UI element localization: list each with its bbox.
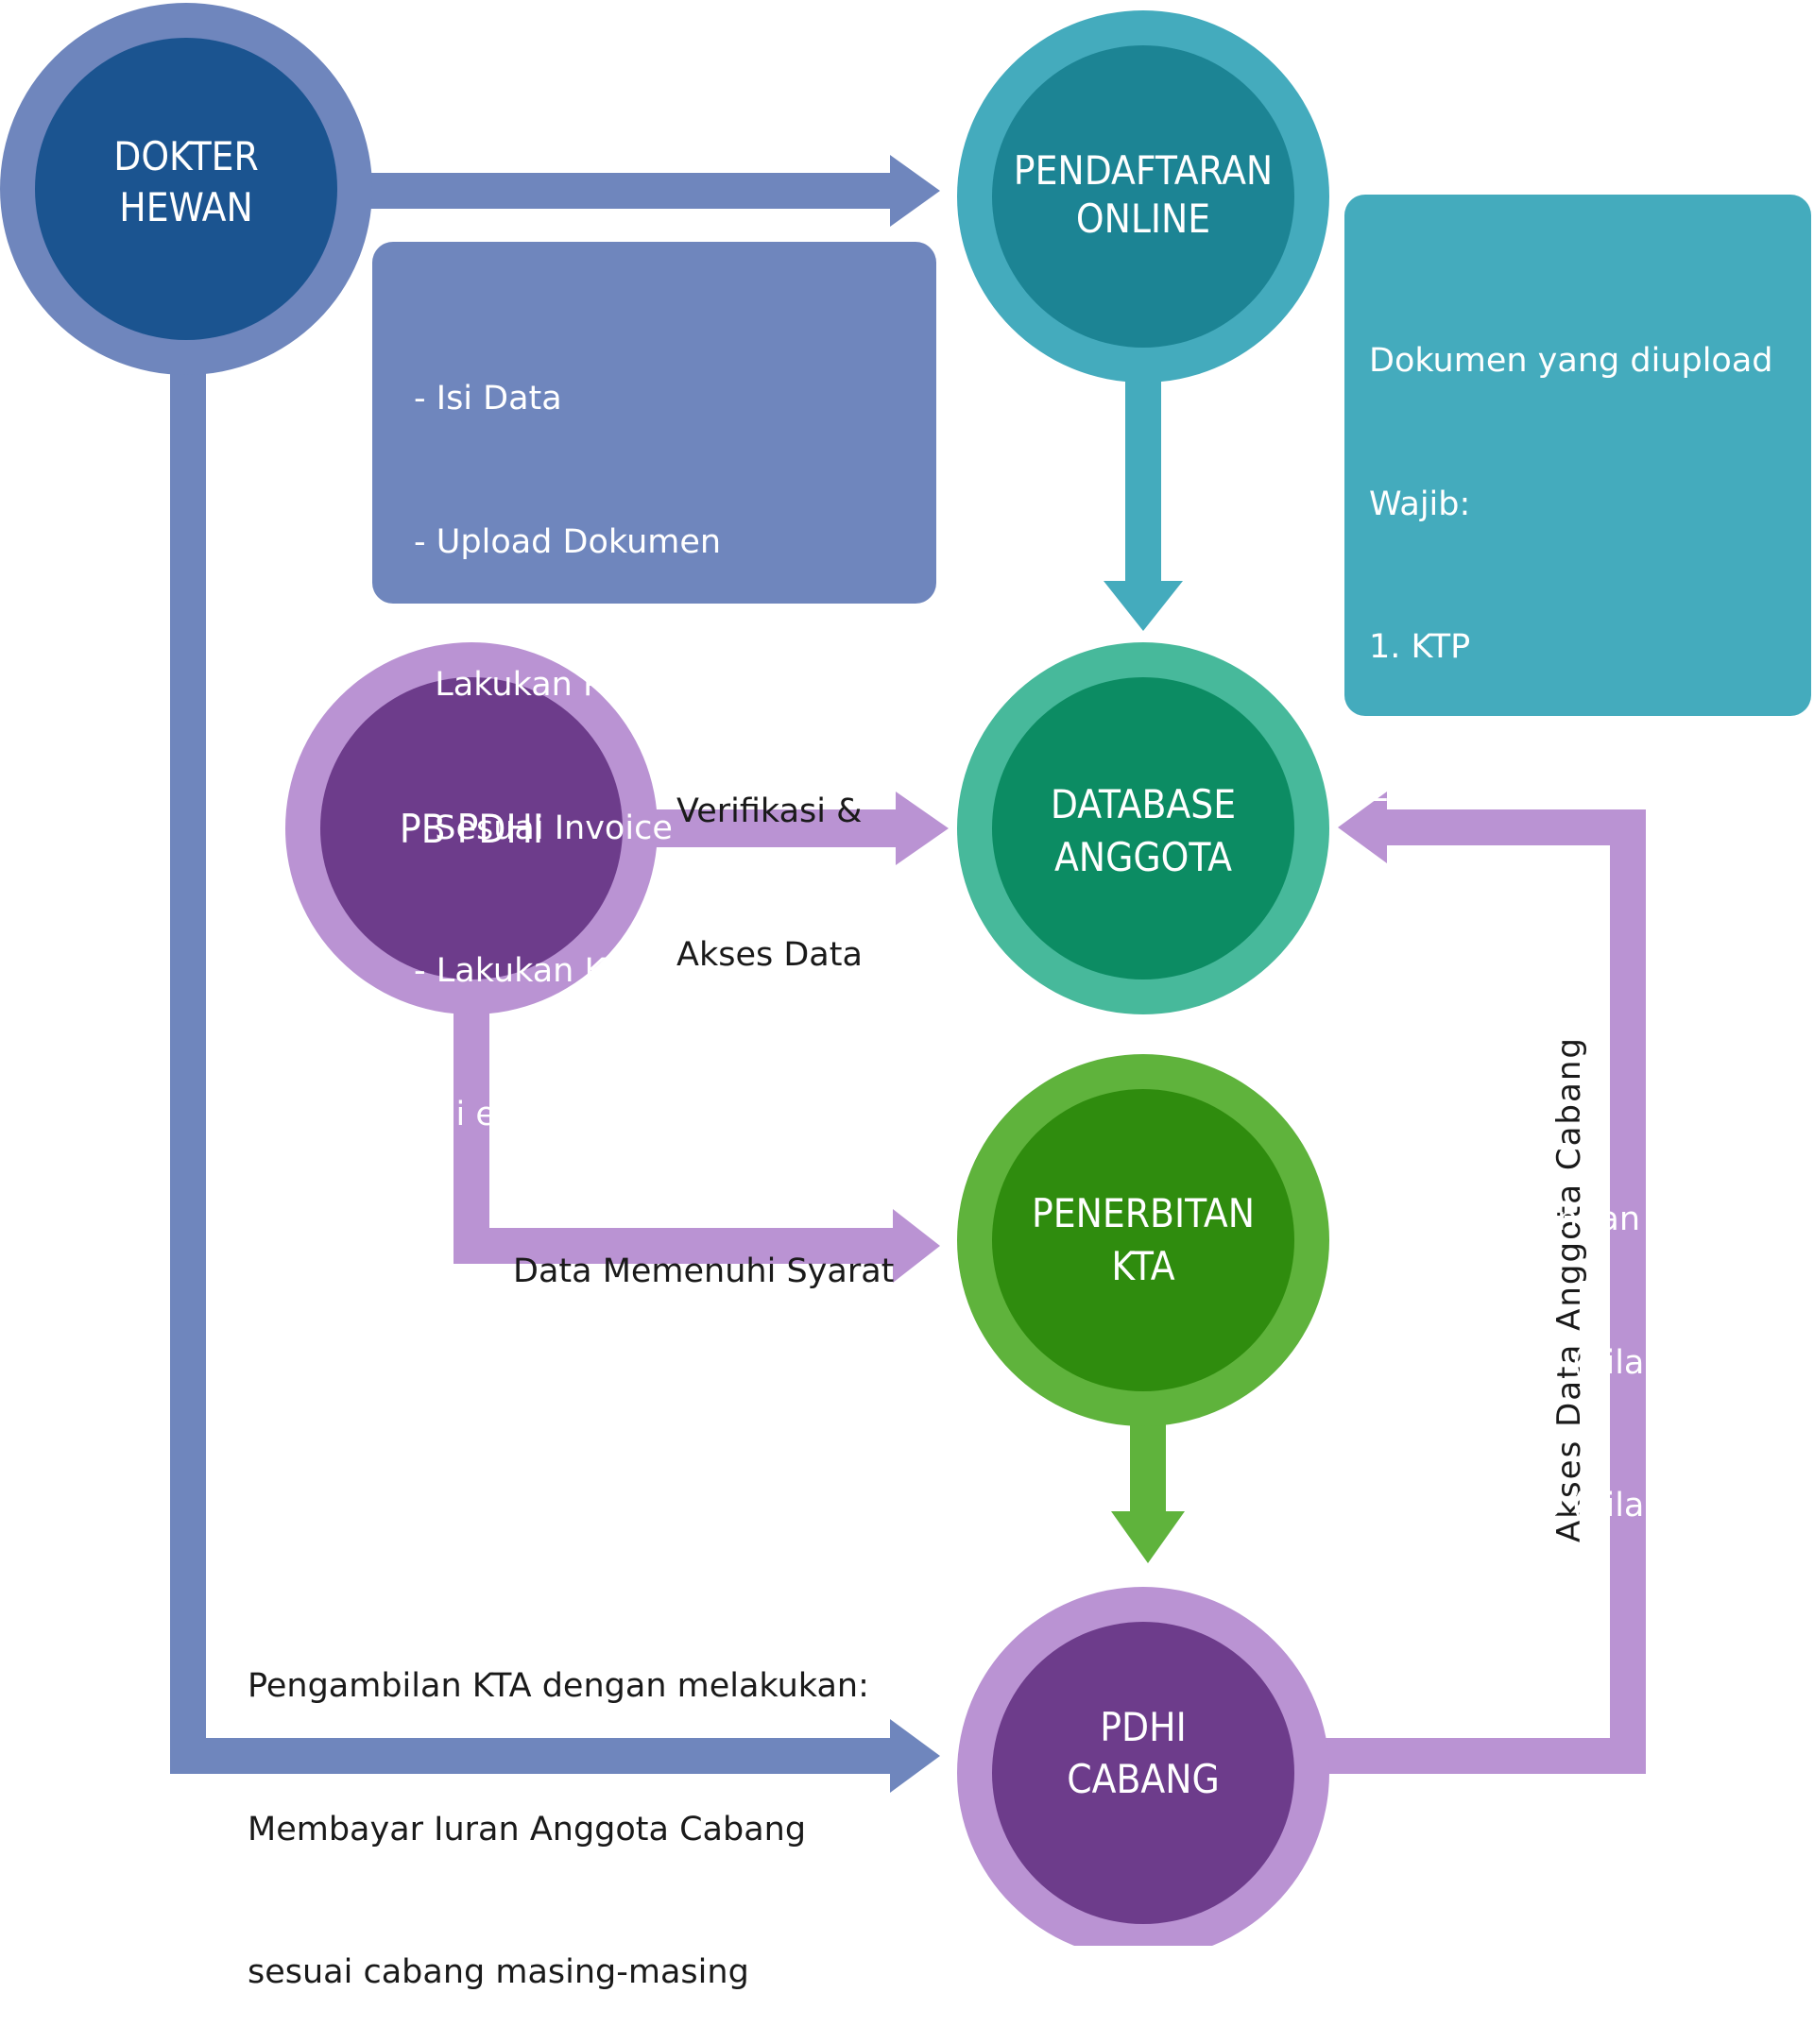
node-label: PENERBITAN xyxy=(1032,1190,1255,1236)
arrow-pendaftaran-to-database xyxy=(1104,373,1183,631)
node-label: ONLINE xyxy=(1076,196,1210,242)
label-line: Verifikasi & xyxy=(676,792,863,830)
node-label: PDHI xyxy=(1100,1704,1186,1750)
label-line: Pengambilan KTA dengan melakukan: xyxy=(248,1667,869,1705)
node-pb-pdhi: PB PDHI xyxy=(285,642,658,1014)
node-inner xyxy=(320,677,623,979)
label-line: Akses Data xyxy=(676,935,863,974)
node-pendaftaran-online: PENDAFTARAN ONLINE xyxy=(957,10,1329,383)
node-label: PENDAFTARAN xyxy=(1014,147,1273,194)
node-pdhi-cabang: PDHI CABANG xyxy=(957,1587,1329,1946)
doc-line: Tambahan: xyxy=(1369,1057,1551,1096)
node-label: PB PDHI xyxy=(400,806,543,852)
node-label: DATABASE xyxy=(1051,781,1236,827)
label-line: Data Memenuhi Syarat xyxy=(513,1252,895,1290)
node-penerbitan-kta: PENERBITAN KTA xyxy=(957,1054,1329,1426)
node-inner xyxy=(992,45,1294,348)
node-inner xyxy=(992,1622,1294,1924)
label-line: sesuai cabang masing-masing xyxy=(248,1953,749,1991)
doc-line: 2. Ijasah S2 (bila ada) xyxy=(1369,1343,1730,1382)
node-dokter-hewan: DOKTER HEWAN xyxy=(0,3,372,375)
node-inner xyxy=(992,677,1294,979)
node-label: HEWAN xyxy=(119,184,252,230)
label-verifikasi: Verifikasi & Akses Data xyxy=(676,692,863,1027)
node-label: KTA xyxy=(1111,1243,1174,1289)
arrow-dokter-to-cabang xyxy=(170,359,940,1793)
doc-line: 3. Ijasah S3 (bila ada) xyxy=(1369,1487,1730,1524)
label-line: Membayar Iuran Anggota Cabang xyxy=(248,1810,807,1848)
documents-box: Dokumen yang diupload Wajib: 1. KTP 2. I… xyxy=(1344,195,1811,1524)
node-inner xyxy=(992,1089,1294,1391)
label-akses-cabang: Akses Data Anggota Cabang xyxy=(1550,1036,1588,1542)
arrow-dokter-to-pendaftaran xyxy=(359,155,940,227)
node-database-anggota: DATABASE ANGGOTA xyxy=(957,642,1329,1014)
node-label: ANGGOTA xyxy=(1054,834,1232,880)
doc-line: 3. Ijasah Drh xyxy=(1369,914,1579,952)
node-label: CABANG xyxy=(1067,1756,1220,1802)
arrow-pbpdhi-to-penerbitan xyxy=(454,1001,940,1283)
arrow-cabang-to-database xyxy=(1323,792,1646,1774)
label-memenuhi-syarat: Data Memenuhi Syarat xyxy=(513,1152,894,1343)
doc-line: 2. Ijasah SKH xyxy=(1369,771,1587,809)
node-inner xyxy=(35,38,337,340)
steps-line: Lakukan Pembayaran xyxy=(414,666,791,704)
arrow-penerbitan-to-cabang xyxy=(1111,1412,1185,1563)
node-label: DOKTER xyxy=(113,133,259,179)
flow-diagram: DOKTER HEWAN PENDAFTARAN ONLINE DATABASE… xyxy=(0,3,1646,1946)
steps-line: Sesuai Invoice xyxy=(414,809,673,847)
steps-box: - Isi Data - Upload Dokumen Lakukan Pemb… xyxy=(372,242,936,1133)
label-pengambilan: Pengambilan KTA dengan melakukan: Membay… xyxy=(248,1567,869,2044)
doc-line: Dokumen yang diupload xyxy=(1369,342,1773,380)
doc-line: 1. KTP xyxy=(1369,628,1471,666)
doc-line: 1. KTP Pasangan xyxy=(1369,1201,1641,1238)
steps-line: - Lakukan Konfirmasi xyxy=(414,952,759,990)
arrow-pbpdhi-to-database xyxy=(642,792,949,865)
doc-line: Wajib: xyxy=(1369,485,1471,523)
steps-line: di email yang didaftarkan xyxy=(414,1095,859,1133)
steps-line: - Upload Dokumen xyxy=(414,522,722,561)
steps-line: - Isi Data xyxy=(414,380,562,417)
